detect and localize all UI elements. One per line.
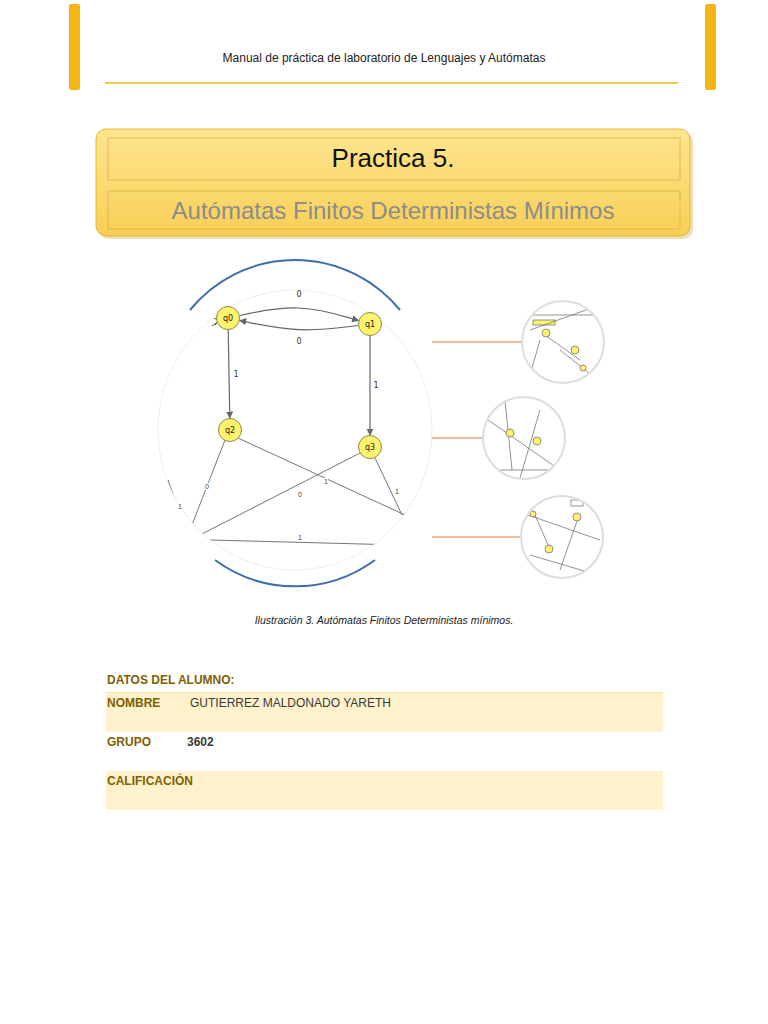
state-circle: q1 [358, 312, 382, 336]
field-name: NOMBRE [107, 696, 160, 710]
banner-title: Practica 5. [332, 143, 455, 174]
illustration-disc [158, 290, 432, 570]
transition-arrow [369, 336, 370, 435]
leader-line [432, 437, 482, 438]
transition-label: 1 [324, 478, 328, 485]
transition-label: 1 [178, 503, 182, 510]
state-circle: q3 [358, 435, 382, 459]
leader-line [432, 341, 521, 342]
side-bar [705, 4, 716, 90]
state-circle: q0 [216, 306, 240, 330]
thumbnail [521, 496, 603, 578]
transition-label: 1 [232, 370, 239, 379]
state-name: q0 [223, 314, 233, 323]
title-banner [96, 129, 690, 236]
table-row [106, 693, 663, 732]
thumbnail [483, 397, 565, 479]
blue-arc [215, 560, 375, 586]
state-name: q1 [365, 320, 375, 329]
figure-caption: Ilustración 3. Autómatas Finitos Determi… [255, 614, 514, 626]
transition-label: 0 [298, 491, 302, 498]
transition-arrow [240, 320, 358, 329]
transition-arrow [240, 308, 359, 321]
transition-label: 1 [395, 488, 399, 495]
state-name: q3 [365, 443, 375, 452]
blue-arc [190, 260, 400, 310]
transition-label: 1 [372, 381, 379, 390]
field-name: CALIFICACIÓN [107, 774, 193, 788]
state-circle: q2 [218, 418, 242, 442]
banner-frame [108, 191, 680, 229]
field-value: 3602 [187, 735, 214, 749]
section-heading: DATOS DEL ALUMNO: [107, 673, 235, 687]
transition-label: 0 [205, 483, 209, 490]
field-name: GRUPO [107, 735, 151, 749]
leader-line [432, 536, 520, 537]
banner-frame [108, 138, 680, 180]
transition-label: 0 [295, 337, 302, 346]
side-bar [69, 4, 80, 90]
transition-label: 1 [298, 534, 302, 541]
table-row [106, 771, 663, 810]
field-value: GUTIERREZ MALDONADO YARETH [190, 696, 391, 710]
running-header: Manual de práctica de laboratorio de Len… [223, 51, 546, 65]
transition-label: 0 [295, 290, 302, 299]
header-rule [105, 82, 678, 84]
state-name: q2 [225, 426, 235, 435]
banner-subtitle: Autómatas Finitos Deterministas Mínimos [172, 197, 615, 225]
transition-arrow [228, 330, 230, 418]
thumbnail [522, 301, 604, 383]
